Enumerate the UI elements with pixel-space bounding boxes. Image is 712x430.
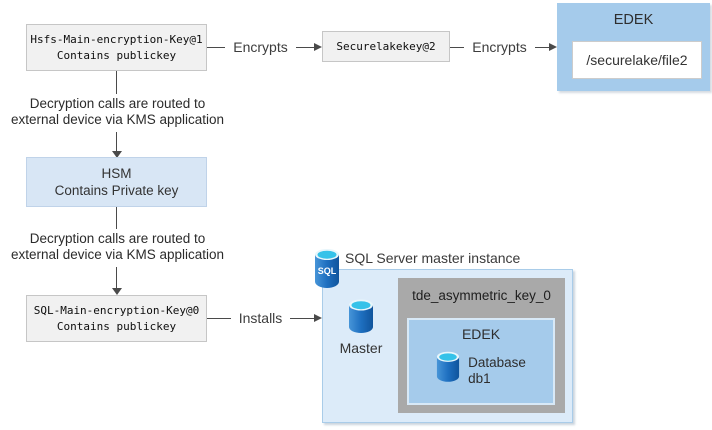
hsm-subtext: Contains Private key — [54, 183, 179, 198]
arrow-head-down-icon — [112, 151, 122, 158]
kms-note-bottom-line2: external device via KMS application — [10, 247, 225, 262]
hdfs-key-subtext: Contains publickey — [56, 48, 177, 62]
arrow-line — [207, 317, 231, 319]
sql-instance-title: SQL Server master instance — [345, 250, 521, 266]
sql-badge-text: SQL — [318, 266, 337, 276]
master-database-icon — [349, 299, 373, 333]
database-label-line2: db1 — [468, 371, 491, 386]
encrypts-arrow-1: Encrypts — [207, 39, 322, 55]
securelake-key-name: Securelakekey@2 — [336, 39, 436, 53]
sql-main-encryption-key-box: SQL-Main-encryption-Key@0 Contains publi… — [26, 295, 207, 342]
flow-line — [116, 267, 117, 288]
sql-server-icon: SQL — [315, 249, 339, 288]
arrow-head-right-icon — [314, 43, 322, 51]
encrypts-label-1: Encrypts — [233, 39, 288, 55]
database-label: Database db1 — [468, 355, 526, 387]
arrow-head-right-icon — [549, 43, 557, 51]
encrypts-label-2: Encrypts — [472, 39, 527, 55]
arrow-line — [290, 317, 315, 319]
kms-note-top-line1: Decryption calls are routed to — [29, 96, 206, 111]
edek-file-container: EDEK /securelake/file2 — [557, 3, 710, 91]
securelake-file-box: /securelake/file2 — [572, 41, 702, 79]
edek-top-title: EDEK — [613, 12, 654, 28]
edek-bottom-title: EDEK — [461, 326, 501, 342]
kms-note-bottom: Decryption calls are routed to external … — [0, 231, 235, 263]
master-label: Master — [339, 340, 383, 356]
installs-label: Installs — [238, 310, 283, 326]
hdfs-key-name: Hsfs-Main-encryption-Key@1 — [30, 32, 203, 46]
flow-line — [116, 132, 117, 151]
installs-arrow: Installs — [207, 310, 323, 326]
hsm-box: HSM Contains Private key — [26, 157, 207, 207]
arrow-line — [450, 46, 465, 48]
database-icon — [437, 351, 460, 382]
kms-note-top-line2: external device via KMS application — [10, 112, 225, 127]
kms-note-top: Decryption calls are routed to external … — [0, 96, 235, 128]
securelake-file-path: /securelake/file2 — [586, 52, 688, 68]
sql-key-name: SQL-Main-encryption-Key@0 — [33, 303, 200, 317]
database-label-line1: Database — [468, 355, 526, 370]
arrow-head-down-icon — [112, 288, 122, 295]
arrow-line — [534, 46, 549, 48]
database-row: Database db1 — [409, 351, 553, 387]
sql-key-subtext: Contains publickey — [56, 319, 177, 333]
arrow-head-right-icon — [314, 314, 323, 322]
kms-note-bottom-line1: Decryption calls are routed to — [29, 231, 206, 246]
tde-key-title: tde_asymmetric_key_0 — [412, 288, 551, 303]
encrypts-arrow-2: Encrypts — [450, 39, 557, 55]
edek-database-container: EDEK Database db1 — [407, 318, 555, 405]
hsm-title: HSM — [101, 166, 132, 181]
arrow-line — [207, 46, 226, 48]
flow-line — [116, 207, 117, 229]
flow-line — [116, 71, 117, 94]
securelake-key-box: Securelakekey@2 — [322, 31, 450, 62]
arrow-line — [295, 46, 314, 48]
hdfs-main-encryption-key-box: Hsfs-Main-encryption-Key@1 Contains publ… — [26, 24, 207, 71]
